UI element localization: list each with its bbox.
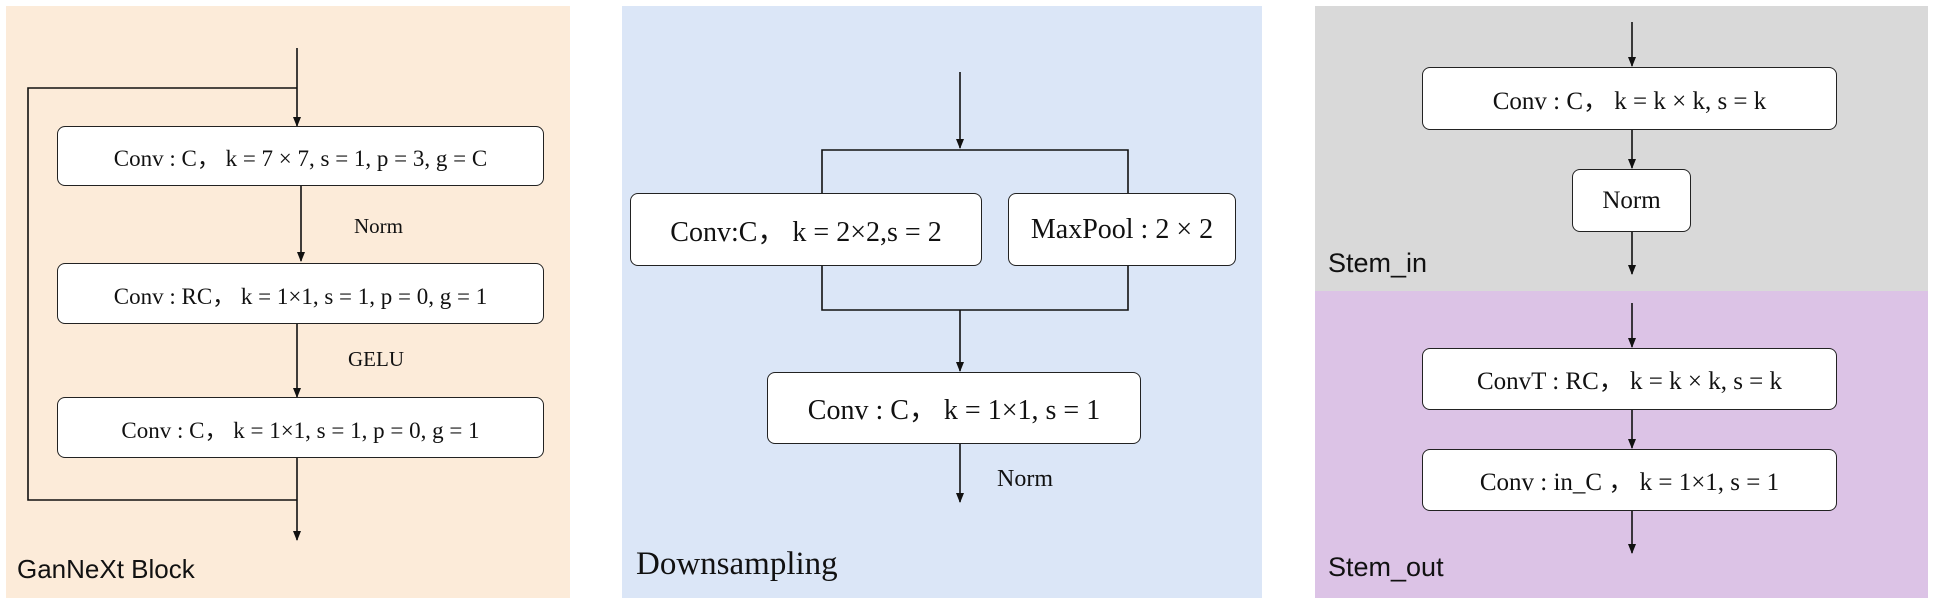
downsampling-out-conv-box: Conv : C， k = 1×1, s = 1: [767, 372, 1141, 444]
ganext-conv-rc-label: Conv : RC， k = 1×1, s = 1, p = 0, g = 1: [113, 283, 488, 309]
downsampling-maxpool-box: MaxPool : 2 × 2: [1008, 193, 1236, 266]
ganext-conv-rc-box: Conv : RC， k = 1×1, s = 1, p = 0, g = 1: [57, 263, 544, 324]
stem-in-norm-label: Norm: [1602, 186, 1661, 214]
stem-out-panel: [1315, 291, 1928, 598]
downsampling-title: Downsampling: [636, 546, 838, 582]
ganext-norm-label: Norm: [354, 214, 403, 238]
downsampling-panel: [622, 6, 1262, 598]
ganext-block-title: GanNeXt Block: [17, 554, 195, 584]
stem-out-convt-box: ConvT : RC， k = k × k, s = k: [1422, 348, 1837, 410]
downsampling-out-conv-label: Conv : C， k = 1×1, s = 1: [807, 395, 1101, 426]
stem-out-convt-label: ConvT : RC， k = k × k, s = k: [1476, 368, 1783, 395]
ganext-conv-1x1-box: Conv : C， k = 1×1, s = 1, p = 0, g = 1: [57, 397, 544, 458]
downsampling-maxpool-label: MaxPool : 2 × 2: [1030, 213, 1214, 245]
stem-in-conv-label: Conv : C， k = k × k, s = k: [1492, 87, 1767, 115]
ganext-conv-7x7-box: Conv : C， k = 7 × 7, s = 1, p = 3, g = C: [57, 126, 544, 186]
stem-out-conv-box: Conv : in_C ， k = 1×1, s = 1: [1422, 449, 1837, 511]
stem-out-conv-label: Conv : in_C ， k = 1×1, s = 1: [1479, 469, 1780, 496]
ganext-conv-1x1-label: Conv : C， k = 1×1, s = 1, p = 0, g = 1: [121, 417, 480, 443]
stem-in-title: Stem_in: [1328, 248, 1428, 278]
downsampling-conv-box: Conv:C， k = 2×2,s = 2: [630, 193, 982, 266]
stem-in-norm-box: Norm: [1572, 169, 1691, 232]
stem-in-conv-box: Conv : C， k = k × k, s = k: [1422, 67, 1837, 130]
ganext-conv-7x7-label: Conv : C， k = 7 × 7, s = 1, p = 3, g = C: [113, 146, 488, 171]
stem-in-panel: [1315, 6, 1928, 291]
stem-out-title: Stem_out: [1328, 552, 1444, 582]
downsampling-conv-label: Conv:C， k = 2×2,s = 2: [670, 216, 942, 248]
ganext-gelu-label: GELU: [348, 347, 404, 371]
downsampling-norm-label: Norm: [997, 466, 1053, 492]
